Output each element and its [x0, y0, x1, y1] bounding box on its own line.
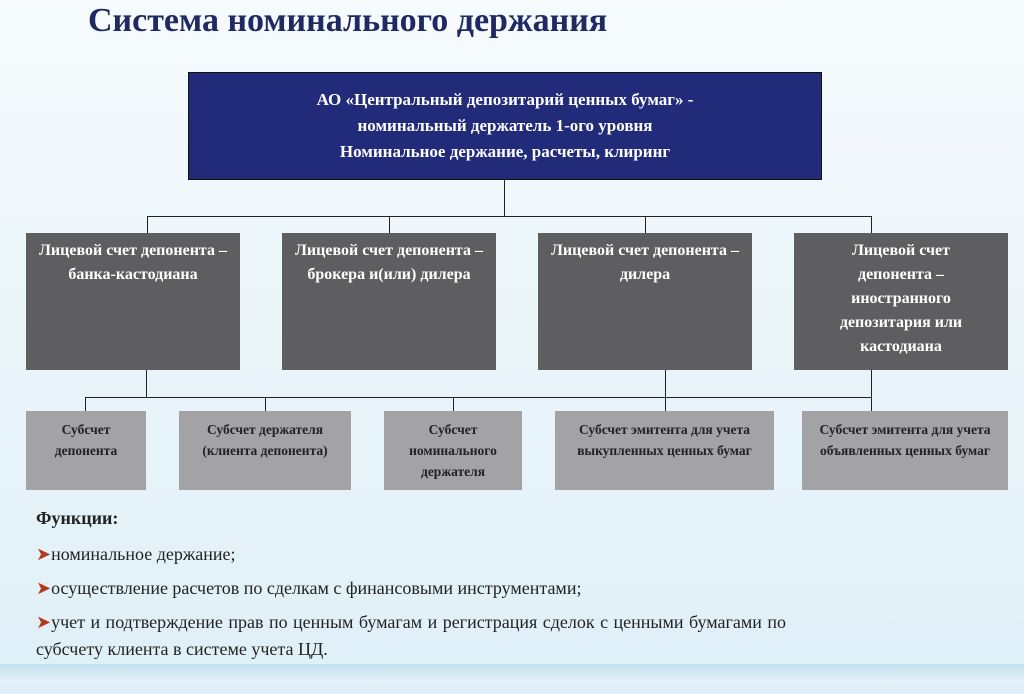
functions-section: Функции: ➤номинальное держание; ➤осущест… [36, 508, 786, 670]
function-item: ➤номинальное держание; [36, 541, 786, 568]
top-box-line: Номинальное держание, расчеты, клиринг [339, 142, 671, 161]
subaccount-box: Субсчет депонента [26, 411, 146, 490]
subaccount-box: Субсчет эмитента для учета объявленных ц… [802, 411, 1008, 490]
connector [85, 397, 86, 411]
function-item: ➤учет и подтверждение прав по ценным бум… [36, 609, 786, 663]
top-box-line: АО «Центральный депозитарий ценных бумаг… [316, 90, 694, 109]
functions-heading: Функции: [36, 508, 119, 528]
subaccount-box: Субсчет держателя (клиента депонента) [179, 411, 351, 490]
account-box: Лицевой счет депонента – банка-кастодиан… [26, 233, 240, 370]
connector [645, 216, 646, 233]
connector [147, 216, 872, 217]
arrow-bullet-icon: ➤ [36, 544, 52, 564]
connector [453, 397, 454, 411]
connector [147, 216, 148, 233]
account-box: Лицевой счет депонента – дилера [538, 233, 752, 370]
connector [871, 370, 872, 411]
account-box: Лицевой счет депонента – брокера и(или) … [282, 233, 496, 370]
subaccount-box: Субсчет номинального держателя [384, 411, 522, 490]
footer-band [0, 664, 1024, 682]
connector [85, 397, 872, 398]
top-box-line: номинальный держатель 1-ого уровня [357, 116, 653, 135]
central-depository-box: АО «Центральный депозитарий ценных бумаг… [188, 72, 822, 180]
connector [146, 370, 147, 397]
function-text: номинальное держание; [51, 544, 236, 564]
function-item: ➤осуществление расчетов по сделкам с фин… [36, 575, 786, 602]
connector [665, 370, 666, 411]
connector [504, 178, 505, 217]
account-box: Лицевой счет депонента – иностранного де… [794, 233, 1008, 370]
page-title: Система номинального держания [88, 2, 608, 39]
function-text: осуществление расчетов по сделкам с фина… [51, 578, 582, 598]
connector [389, 216, 390, 233]
connector [265, 397, 266, 411]
arrow-bullet-icon: ➤ [36, 612, 52, 632]
arrow-bullet-icon: ➤ [36, 578, 52, 598]
connector [871, 216, 872, 233]
function-text: учет и подтверждение прав по ценным бума… [36, 612, 786, 659]
subaccount-box: Субсчет эмитента для учета выкупленных ц… [555, 411, 774, 490]
